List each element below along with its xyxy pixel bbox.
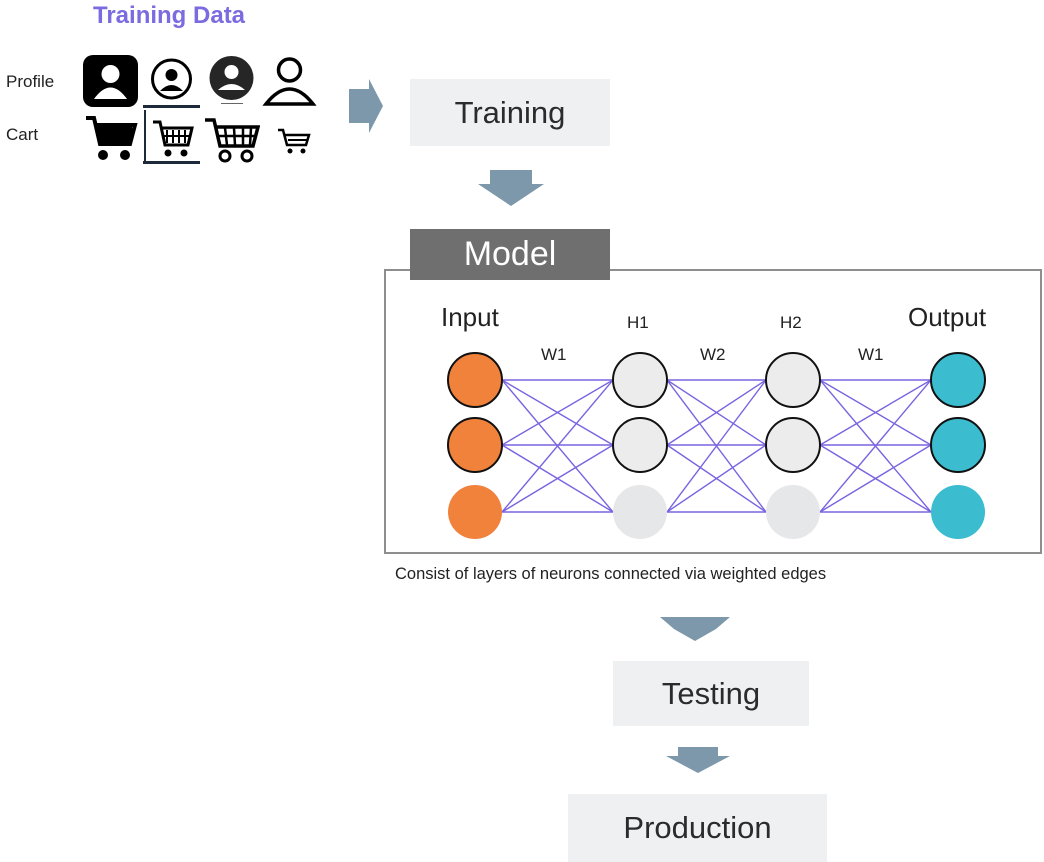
cart-icon [82,110,139,164]
model-tab: Model [410,229,610,280]
arrow-down-icon [660,617,730,641]
neural-network [447,352,986,539]
weighted-edge [819,379,932,446]
cart-small-icon [261,110,318,164]
output-neuron [931,485,985,539]
person-filled-icon [82,54,139,108]
person-circle-filled-icon [203,54,260,108]
h2-neuron [765,417,821,473]
weighted-edge [666,379,767,513]
arrow-down-icon [478,170,544,206]
weighted-edge [819,379,932,513]
h2-neuron [765,352,821,408]
weight-label-w1: W1 [541,345,567,364]
h1-layer-label: H1 [627,313,649,332]
input-layer-label: Input [441,302,499,332]
person-outline-icon [261,54,318,108]
training-box: Training [410,79,610,146]
testing-box: Testing [613,661,809,726]
cart-row-label: Cart [6,125,39,144]
input-neuron [448,485,502,539]
weighted-edge [666,379,767,446]
h2-neuron [766,485,820,539]
weighted-edge [501,379,614,446]
arrow-down-icon [666,747,730,773]
arrow-right-icon [349,79,383,133]
output-layer-label: Output [908,302,987,332]
cart-grid-icon [203,110,260,164]
h1-neuron [613,485,667,539]
input-neuron [447,352,503,408]
output-neuron [930,352,986,408]
h1-neuron [612,417,668,473]
weighted-edge [501,444,614,513]
production-box: Production [568,794,827,862]
output-neuron [930,417,986,473]
weight-label-w1-out: W1 [858,345,884,364]
weighted-edge [819,444,932,513]
person-circle-icon [143,54,200,108]
model-caption: Consist of layers of neurons connected v… [395,565,827,583]
weight-label-w2: W2 [700,345,726,364]
h1-neuron [612,352,668,408]
cart-outline-icon [143,110,200,164]
weighted-edge [666,444,767,513]
input-neuron [447,417,503,473]
training-data-title: Training Data [93,2,246,29]
h2-layer-label: H2 [780,313,802,332]
model-frame [384,269,1042,554]
profile-row-label: Profile [6,72,55,91]
weighted-edge [501,379,614,513]
